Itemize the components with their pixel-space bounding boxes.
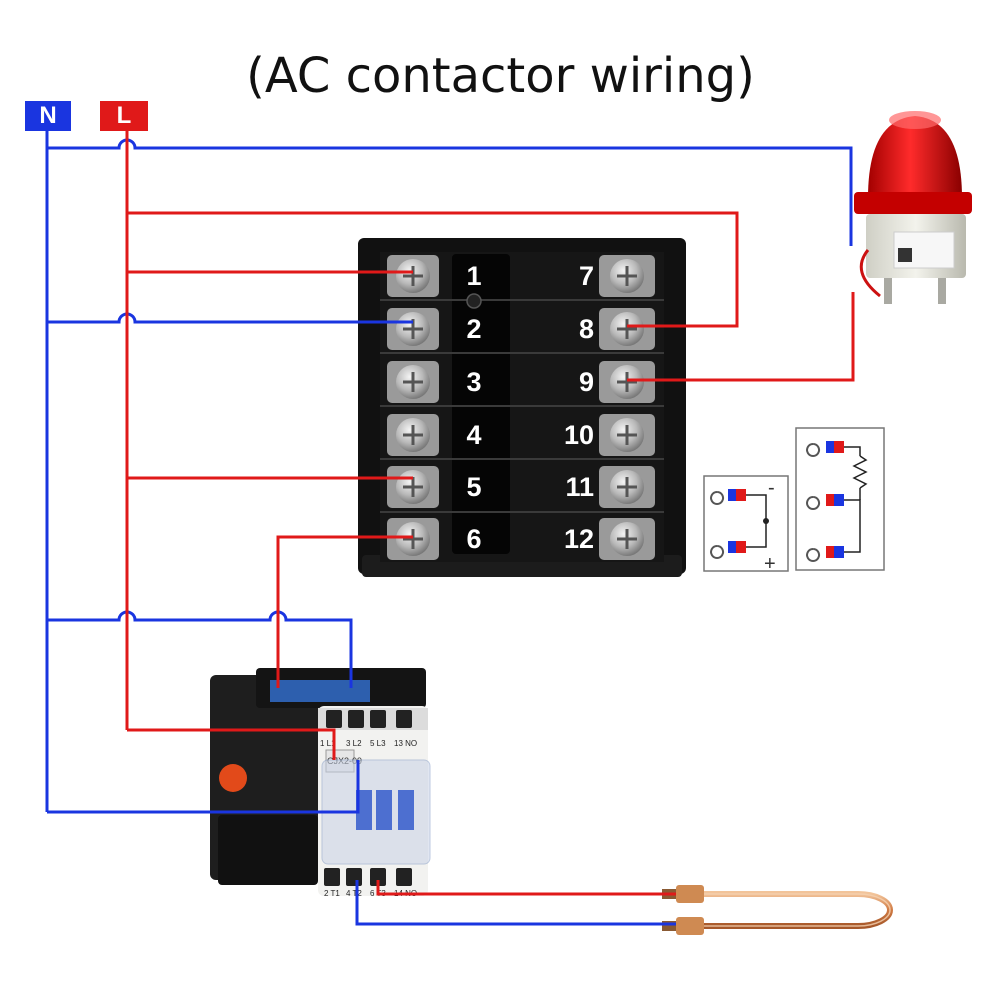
terminal-screw-3 [387, 361, 439, 403]
polarity-minus: - [768, 477, 775, 499]
terminal-number-10: 10 [564, 420, 594, 450]
contactor-terminal-label-13: 13 NO [394, 739, 417, 748]
terminal-number-12: 12 [564, 524, 594, 554]
terminal-number-6: 6 [466, 524, 481, 554]
page-title: (AC contactor wiring) [246, 48, 755, 104]
terminal-screw-8 [599, 308, 655, 350]
terminal-screw-5 [387, 466, 439, 508]
contactor-terminal-label-3: 3 L2 [346, 739, 362, 748]
terminal-number-5: 5 [466, 472, 481, 502]
terminal-screw-1 [387, 255, 439, 297]
terminal-number-8: 8 [579, 314, 594, 344]
polarity-plus: + [764, 553, 776, 575]
contactor-terminal-label-5: 5 L3 [370, 739, 386, 748]
terminal-screw-9 [599, 361, 655, 403]
terminal-number-3: 3 [466, 367, 481, 397]
contactor-terminal-label-4: 4 T2 [346, 889, 362, 898]
terminal-number-1: 1 [466, 261, 481, 291]
terminal-number-2: 2 [466, 314, 481, 344]
terminal-screw-6 [387, 518, 439, 560]
terminal-number-7: 7 [579, 261, 594, 291]
contactor-terminal-label-2: 2 T1 [324, 889, 340, 898]
terminal-screw-4 [387, 414, 439, 456]
terminal-screw-12 [599, 518, 655, 560]
ac-contactor: 1 L1 3 L2 5 L3 13 NO CJX2-09 2 T1 4 T2 6… [210, 668, 431, 898]
heating-element [662, 885, 893, 935]
alarm-beacon [854, 111, 972, 304]
live-wires [125, 131, 855, 896]
terminal-screw-7 [599, 255, 655, 297]
controller-terminal-block: 1 2 3 4 5 6 7 8 9 10 11 12 [358, 238, 686, 577]
terminal-number-4: 4 [466, 420, 481, 450]
terminal-number-11: 11 [565, 472, 594, 502]
contactor-terminal-label-1: 1 L1 [320, 739, 336, 748]
terminal-number-9: 9 [579, 367, 594, 397]
live-label: L [100, 101, 148, 131]
terminal-screw-2 [387, 308, 439, 350]
terminal-screw-11 [599, 466, 655, 508]
terminal-screw-10 [599, 414, 655, 456]
neutral-label: N [25, 101, 71, 131]
sensor-symbol-rtd [795, 427, 885, 571]
sensor-symbol-thermocouple: - + [703, 475, 789, 575]
